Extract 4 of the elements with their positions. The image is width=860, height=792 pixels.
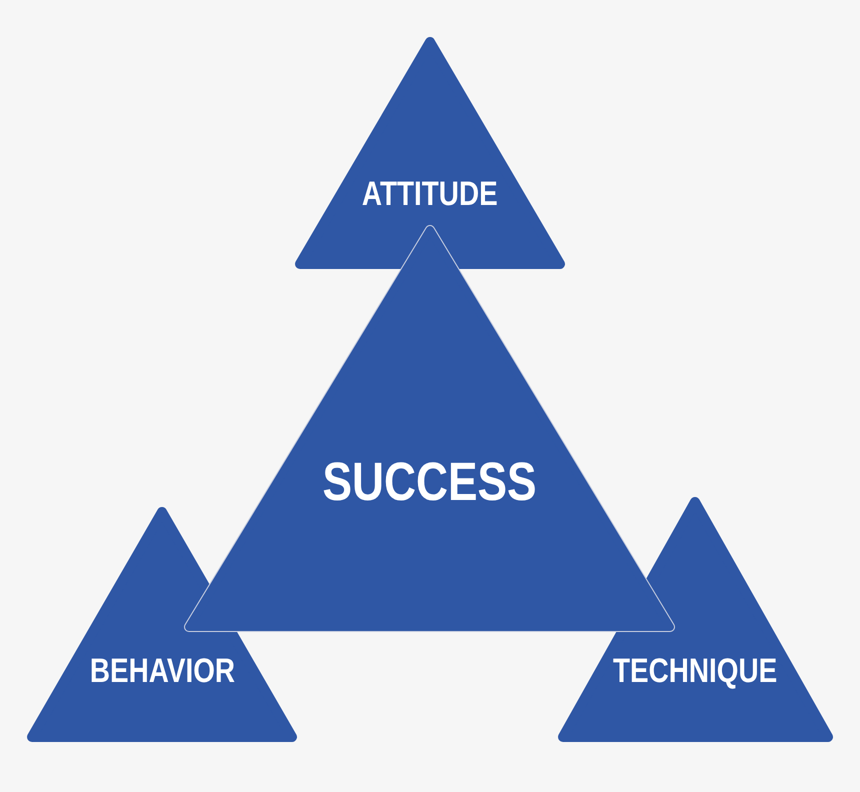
triangle-label: ATTITUDE <box>362 174 498 214</box>
triangle-label: SUCCESS <box>322 450 537 513</box>
triangle-label: BEHAVIOR <box>89 652 235 691</box>
triangle-label: TECHNIQUE <box>613 652 778 691</box>
